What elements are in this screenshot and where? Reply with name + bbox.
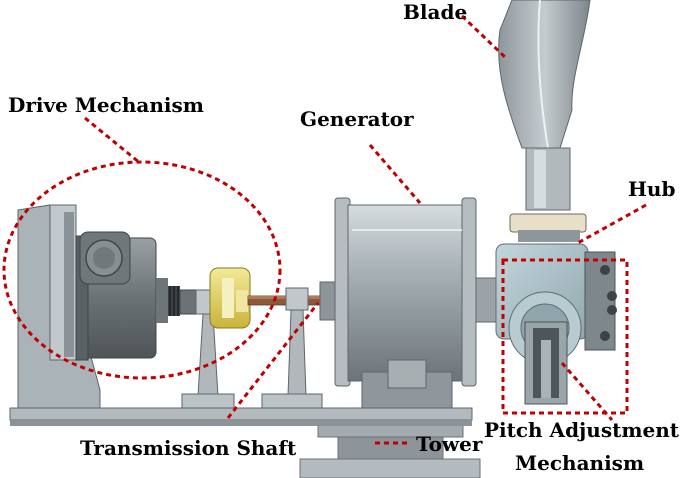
generator: [319, 197, 497, 409]
blade: [498, 0, 591, 211]
drive-mechanism-ellipse: [2, 160, 282, 380]
pitch-adjustment-box: [501, 258, 629, 415]
pitch-adjustment-leader: [560, 362, 614, 421]
label-drive-mechanism: Drive Mechanism: [8, 93, 204, 117]
generator-leader: [368, 144, 422, 204]
drive-mechanism-leader: [84, 116, 141, 165]
yellow-coupling: [209, 267, 251, 329]
support-stand-right: [261, 287, 323, 409]
hub-leader: [575, 203, 647, 246]
label-pitch-adjustment-line1: Pitch Adjustment: [484, 418, 680, 442]
pitch-adjustment-mechanism: [524, 251, 617, 405]
spring-coupling: [168, 286, 180, 316]
label-pitch-adjustment-line2: Mechanism: [515, 451, 644, 475]
drive-motor: [75, 231, 209, 361]
annotations: [2, 14, 647, 445]
transmission-shaft-leader: [226, 302, 320, 419]
label-blade: Blade: [403, 0, 467, 24]
base-platform: [9, 407, 473, 426]
blade-leader: [460, 14, 508, 60]
label-transmission-shaft: Transmission Shaft: [80, 436, 297, 460]
label-hub: Hub: [628, 177, 675, 201]
label-tower: Tower: [416, 432, 483, 456]
label-generator: Generator: [300, 107, 414, 131]
